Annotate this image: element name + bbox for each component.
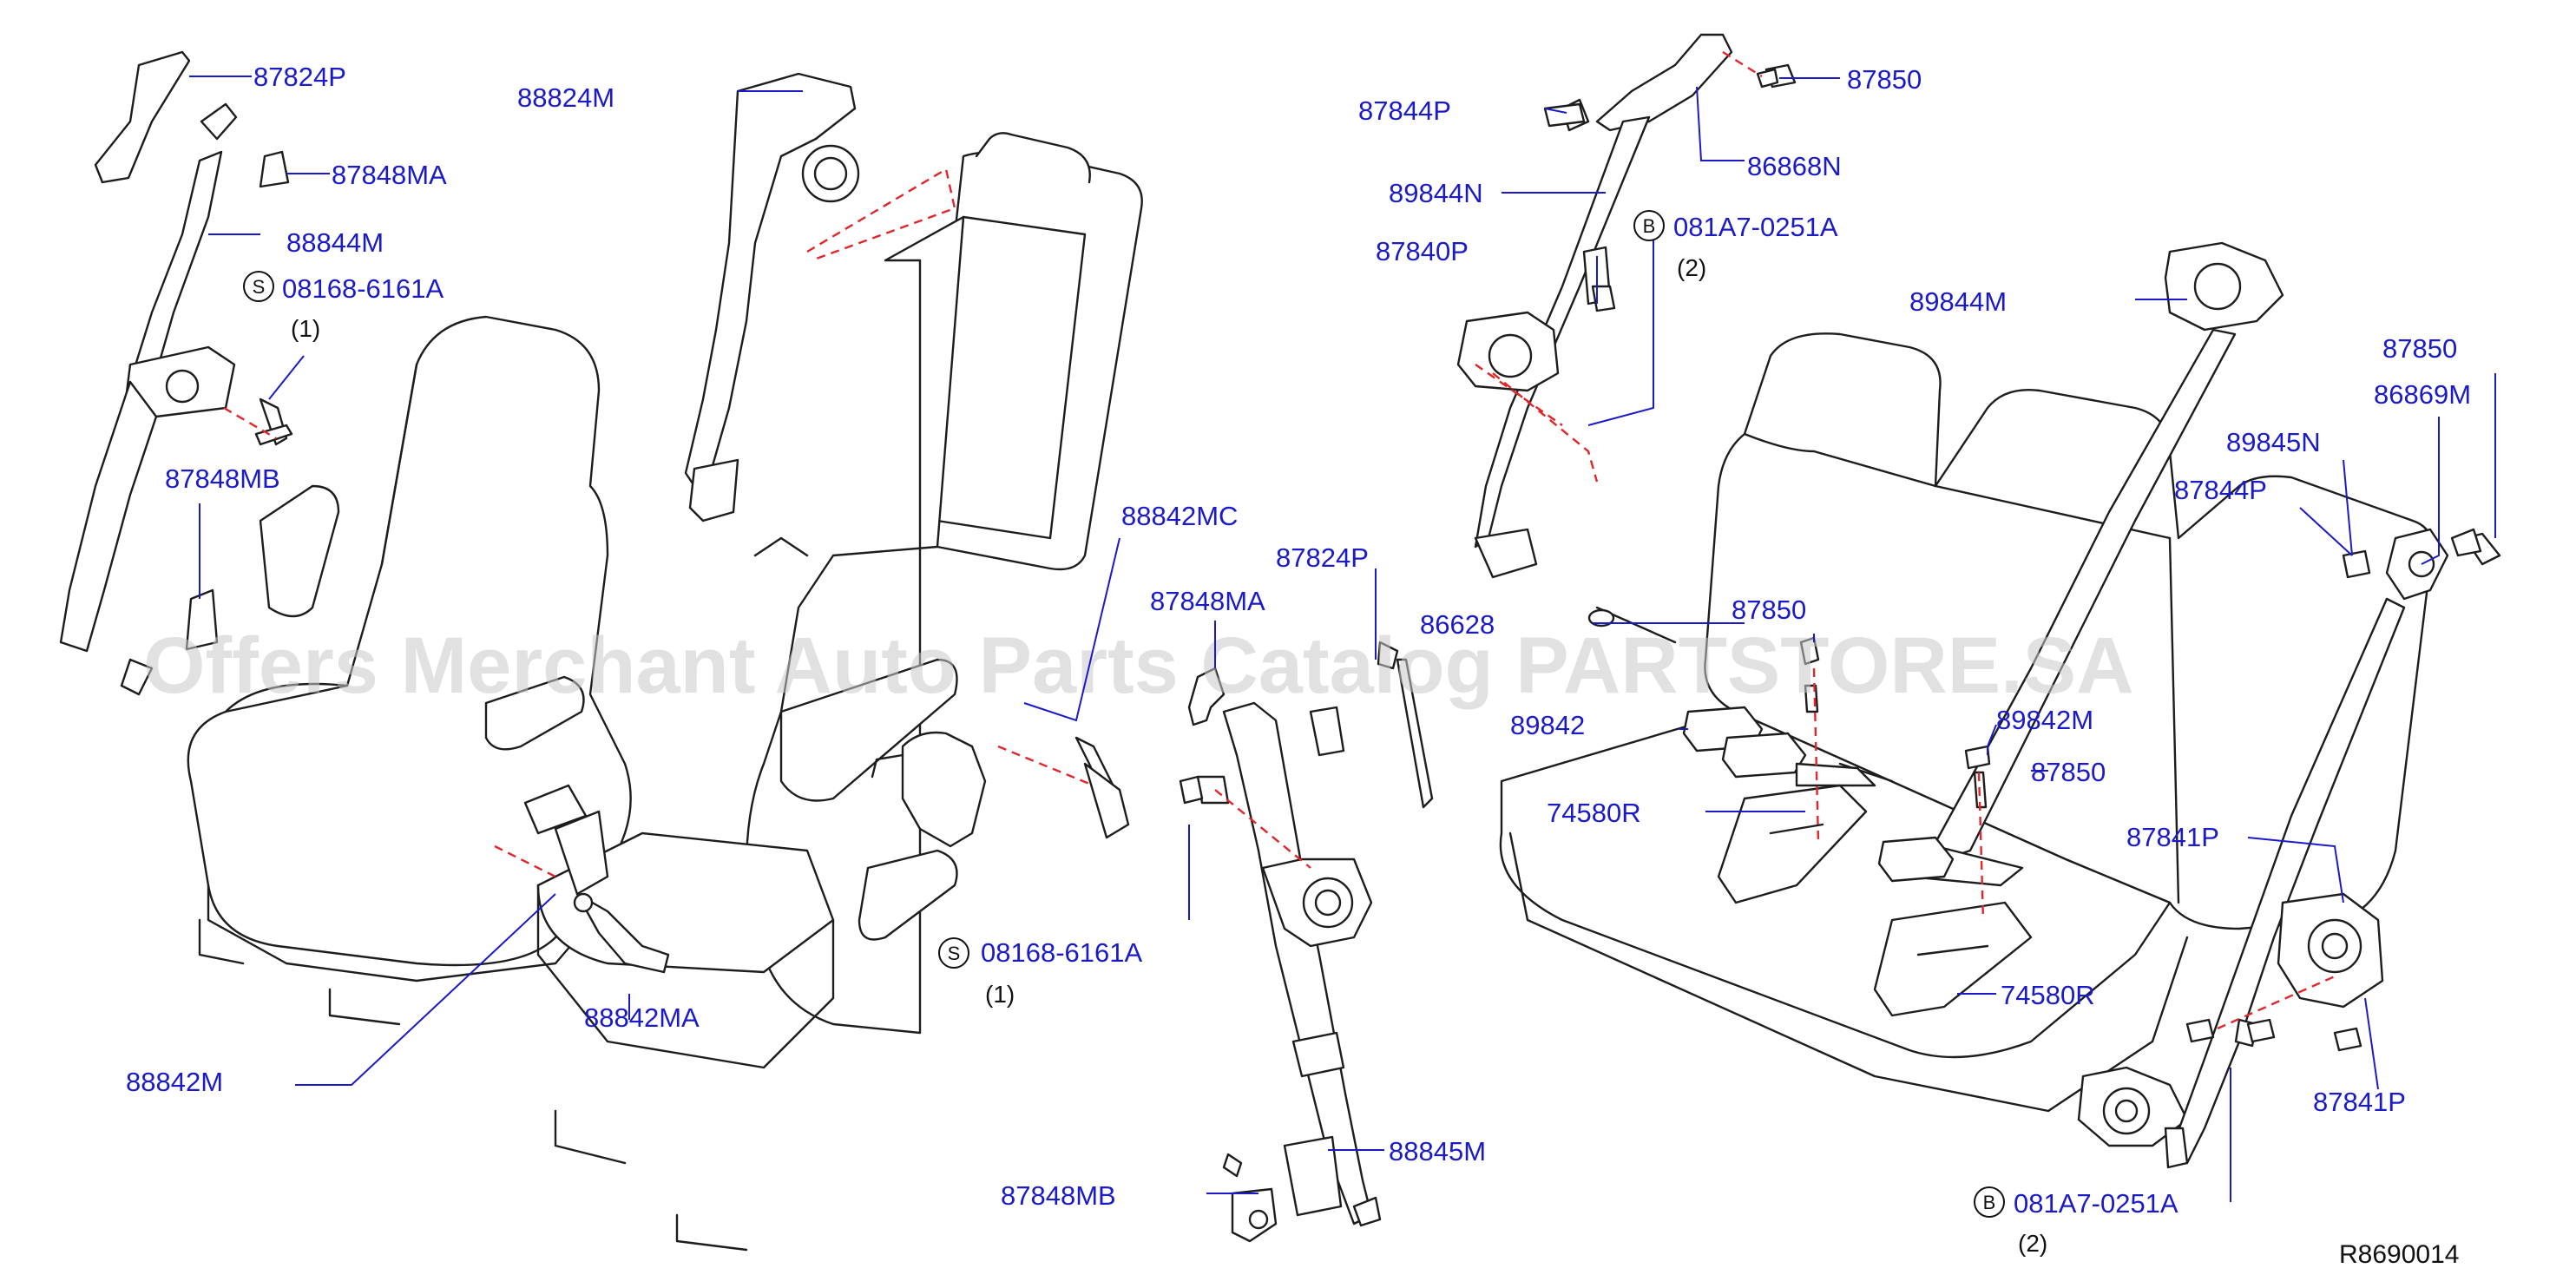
installation-dashed-lines xyxy=(223,50,2336,1030)
part-label[interactable]: 86869M xyxy=(2374,379,2471,410)
part-label[interactable]: 87850 xyxy=(1732,595,1806,625)
part-label[interactable]: 87824P xyxy=(253,62,346,92)
quantity-note: (1) xyxy=(985,981,1015,1008)
part-label[interactable]: 87848MB xyxy=(165,463,280,494)
part-label[interactable]: 87824P xyxy=(1276,542,1369,573)
upper-belt-retractor xyxy=(684,72,860,522)
part-label[interactable]: 081A7-0251A xyxy=(2014,1188,2178,1219)
watermark-text: Offers Merchant Auto Parts Catalog PARTS… xyxy=(143,621,2134,710)
part-label[interactable]: 08168-6161A xyxy=(981,937,1142,968)
part-label[interactable]: 87841P xyxy=(2313,1087,2406,1117)
diagram-reference-code: R8690014 xyxy=(2339,1240,2459,1269)
left-belt-assembly xyxy=(59,50,290,696)
part-label[interactable]: 88842M xyxy=(126,1067,223,1097)
front-buckle-assembly xyxy=(523,784,670,974)
center-belt-assembly xyxy=(1187,641,1434,1243)
part-label[interactable]: 88842MA xyxy=(584,1002,700,1033)
part-label[interactable]: 08168-6161A xyxy=(282,273,444,304)
quantity-note: (1) xyxy=(291,315,320,342)
part-label[interactable]: 74580R xyxy=(1547,798,1641,828)
part-label[interactable]: 081A7-0251A xyxy=(1673,212,1838,242)
part-label[interactable]: 89844N xyxy=(1389,178,1483,208)
part-label[interactable]: 89842 xyxy=(1510,710,1585,740)
part-label[interactable]: 87840P xyxy=(1376,236,1469,266)
part-label[interactable]: 86868N xyxy=(1747,151,1842,181)
part-label[interactable]: 74580R xyxy=(2001,980,2095,1010)
spec-badge-s-1: S xyxy=(243,271,274,302)
part-label[interactable]: 87844P xyxy=(2174,475,2267,505)
part-label[interactable]: 87850 xyxy=(2382,333,2457,364)
part-labels: 87824P 87848MA 88844M 08168-6161A 87848M… xyxy=(126,62,2471,1219)
part-label[interactable]: 89844M xyxy=(1909,286,2007,317)
part-label[interactable]: 88842MC xyxy=(1121,501,1238,531)
part-label[interactable]: 87848MA xyxy=(332,160,447,190)
svg-text:S: S xyxy=(253,276,266,298)
svg-text:B: B xyxy=(1983,1192,1996,1213)
bolts-and-small-parts xyxy=(254,68,2482,1178)
left-front-seat-outline xyxy=(187,315,632,1026)
part-label[interactable]: 88844M xyxy=(286,227,384,258)
part-label[interactable]: 87841P xyxy=(2126,822,2219,852)
quantity-note: (2) xyxy=(2018,1230,2047,1257)
part-label[interactable]: 88845M xyxy=(1389,1136,1486,1166)
part-label[interactable]: 87844P xyxy=(1358,95,1451,126)
part-label[interactable]: 87848MA xyxy=(1150,586,1265,616)
leader-lines xyxy=(189,76,2496,1202)
right-rear-belt-assembly xyxy=(1899,241,2501,1169)
part-label[interactable]: 88824M xyxy=(517,82,614,113)
part-label[interactable]: 89842M xyxy=(1996,705,2093,735)
right-top-belt-assembly xyxy=(1456,33,1797,579)
quantity-notes: (1) (1) (2) (2) xyxy=(291,254,2047,1257)
part-label[interactable]: 87850 xyxy=(1847,64,1922,95)
quantity-note: (2) xyxy=(1677,254,1706,281)
right-front-seat-outline xyxy=(536,132,1143,1252)
spec-badge-b-2: B xyxy=(1974,1186,2005,1218)
part-label[interactable]: 87848MB xyxy=(1001,1180,1116,1211)
spec-badge-b-1: B xyxy=(1633,210,1665,241)
rear-buckles-and-brackets xyxy=(1587,608,2362,1052)
svg-text:B: B xyxy=(1643,215,1656,237)
svg-text:S: S xyxy=(948,943,961,964)
spec-badge-s-2: S xyxy=(938,937,969,969)
part-label[interactable]: 89845N xyxy=(2226,427,2321,457)
part-label[interactable]: 87850 xyxy=(2031,757,2106,787)
part-label[interactable]: 86628 xyxy=(1420,609,1495,640)
center-buckle-stalk xyxy=(871,731,1130,848)
